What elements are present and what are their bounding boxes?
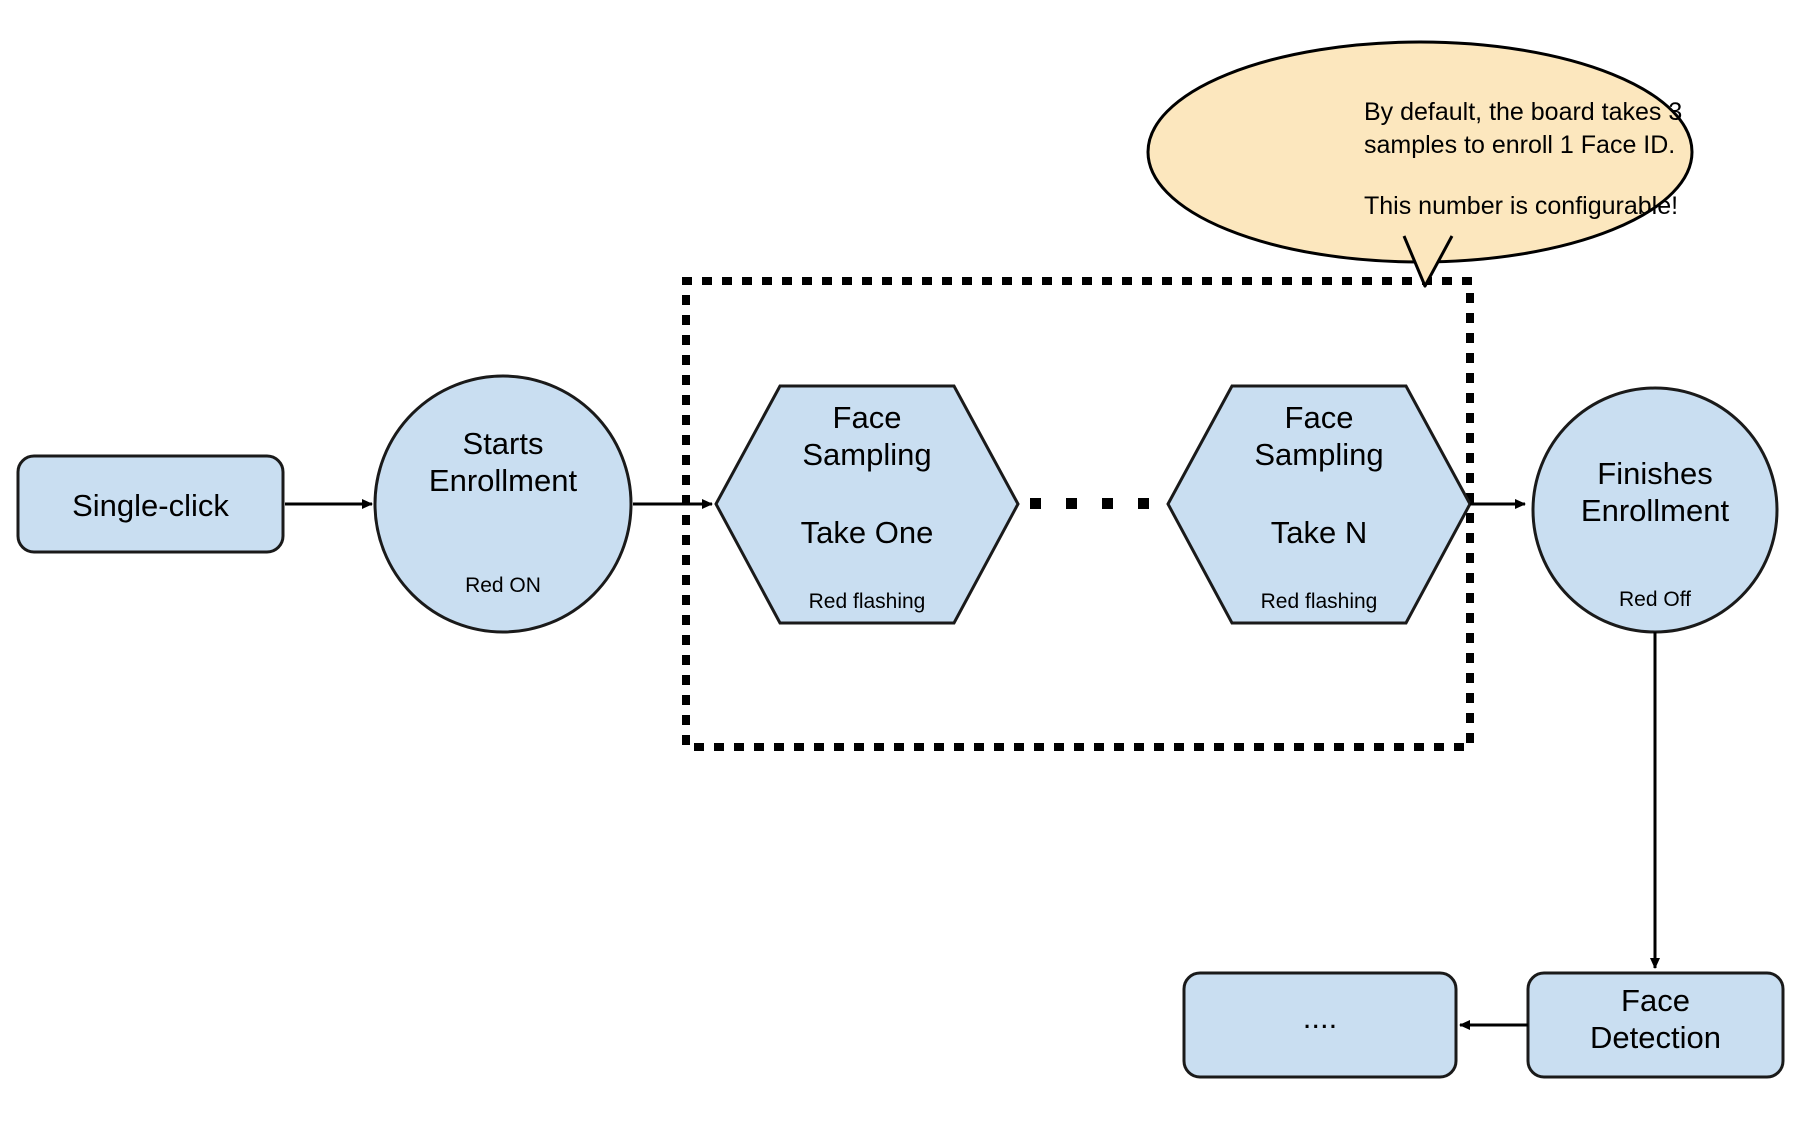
sampling-loop-group-border (682, 277, 1474, 751)
node-starts-enrollment[interactable] (373, 374, 633, 634)
callout-tail-seam-fill (1404, 235, 1455, 286)
node-single-click[interactable] (16, 454, 285, 554)
node-face-sampling-take-n[interactable] (1166, 384, 1472, 625)
node-finishes-enrollment[interactable] (1531, 386, 1779, 634)
node-face-detection[interactable] (1526, 971, 1785, 1079)
node-face-sampling-take-one[interactable] (714, 384, 1020, 625)
callout-tail-outline (1402, 235, 1454, 288)
callout-balloon (1146, 40, 1694, 264)
sampling-ellipsis-dots (1030, 498, 1149, 509)
node-more-steps[interactable] (1182, 971, 1458, 1079)
